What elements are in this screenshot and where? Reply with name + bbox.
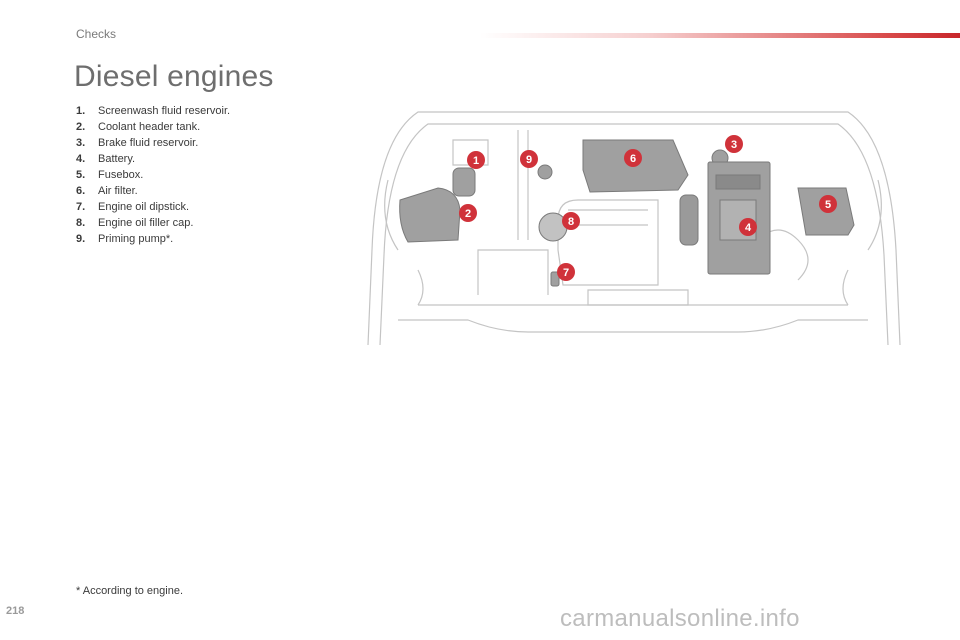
legend-item: 7. Engine oil dipstick. [76,199,230,215]
legend-number: 9. [76,233,86,245]
legend-number: 5. [76,169,86,181]
svg-text:6: 6 [630,153,636,165]
legend-number: 6. [76,185,86,197]
svg-text:2: 2 [465,208,471,220]
legend-number: 4. [76,153,86,165]
svg-text:5: 5 [825,199,831,211]
oil-dipstick-shape [550,271,560,287]
legend-text: Coolant header tank. [98,121,201,133]
legend-number: 2. [76,121,86,133]
coolant-tank-shape [399,187,461,243]
svg-text:8: 8 [568,216,574,228]
legend-item: 3. Brake fluid reservoir. [76,135,230,151]
legend-item: 5. Fusebox. [76,167,230,183]
watermark: carmanualsonline.info [560,605,800,632]
screenwash-reservoir-shape [452,167,476,197]
svg-text:3: 3 [731,139,737,151]
legend-item: 4. Battery. [76,151,230,167]
engine-bay-diagram: 1 2 3 4 5 6 7 8 9 [367,111,901,346]
component-legend: 1. Screenwash fluid reservoir. 2. Coolant … [76,103,230,247]
legend-text: Brake fluid reservoir. [98,137,199,149]
legend-item: 2. Coolant header tank. [76,119,230,135]
legend-text: Air filter. [98,185,138,197]
legend-number: 8. [76,217,86,229]
callout-marker-9: 9 [520,150,538,168]
legend-item: 6. Air filter. [76,183,230,199]
legend-item: 1. Screenwash fluid reservoir. [76,103,230,119]
page-title: Diesel engines [74,60,274,93]
callout-marker-8: 8 [562,212,580,230]
svg-text:4: 4 [745,222,752,234]
header-section-title: Checks [76,27,117,41]
svg-text:7: 7 [563,267,569,279]
legend-number: 7. [76,201,86,213]
page-number: 218 [6,605,25,617]
callout-marker-4: 4 [739,218,757,236]
svg-text:9: 9 [526,154,532,166]
legend-text: Fusebox. [98,169,144,181]
legend-text: Battery. [98,153,136,165]
legend-item: 8. Engine oil filler cap. [76,215,230,231]
legend-text: Engine oil filler cap. [98,217,194,229]
callout-marker-3: 3 [725,135,743,153]
footnote: * According to engine. [76,585,184,597]
svg-text:1: 1 [473,155,479,167]
legend-text: Engine oil dipstick. [98,201,190,213]
header-accent-bar [480,33,960,38]
legend-item: 9. Priming pump*. [76,231,230,247]
legend-number: 3. [76,137,86,149]
callout-marker-5: 5 [819,195,837,213]
callout-marker-6: 6 [624,149,642,167]
callout-marker-1: 1 [467,151,485,169]
legend-number: 1. [76,105,86,117]
callout-marker-2: 2 [459,204,477,222]
legend-text: Priming pump*. [98,233,174,245]
priming-pump-shape [537,164,553,180]
legend-text: Screenwash fluid reservoir. [98,105,231,117]
intake-pipe-shape [679,194,699,246]
oil-filler-cap-shape [538,212,568,242]
callout-marker-7: 7 [557,263,575,281]
